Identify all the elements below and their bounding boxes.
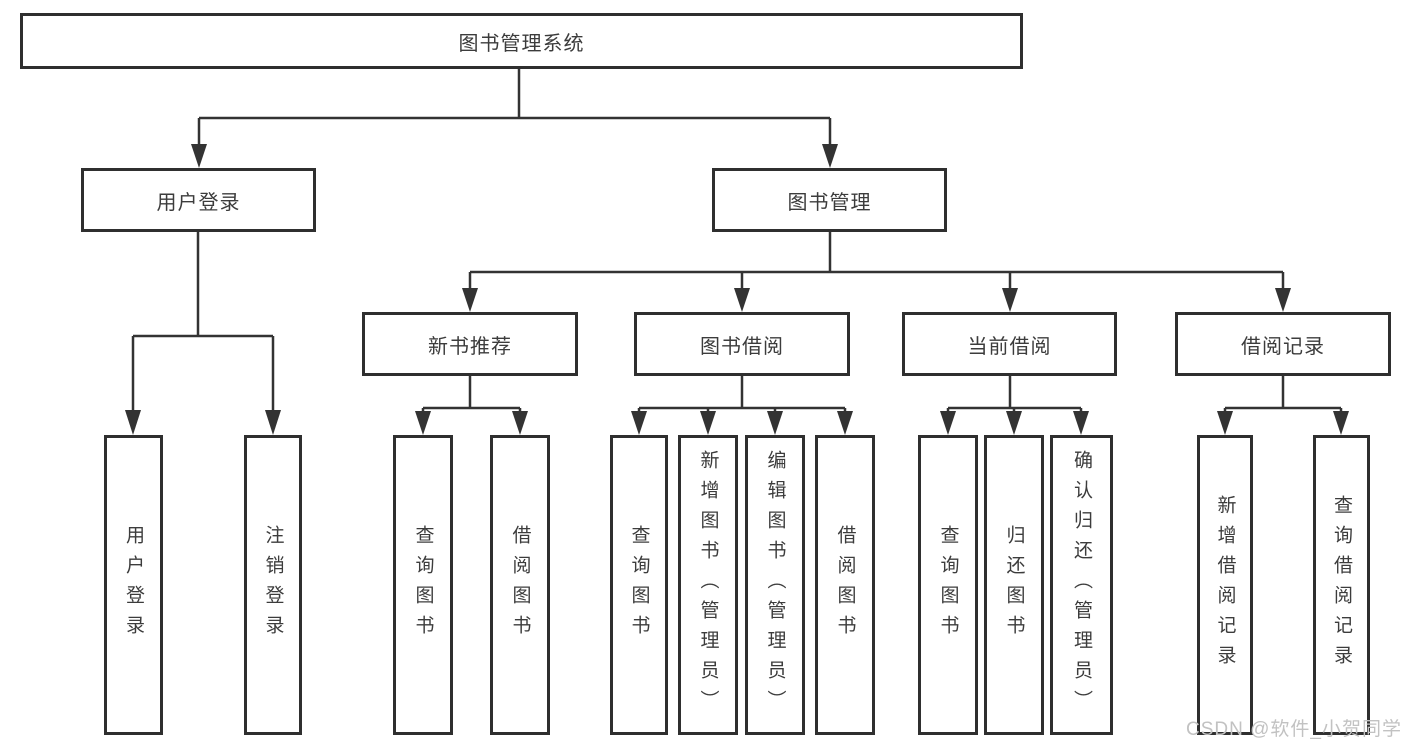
leaf-current-query: 查询图书 — [918, 435, 978, 735]
connector-book-mgmt-children — [468, 232, 1285, 290]
leaf-current-return: 归还图书 — [984, 435, 1044, 735]
leaf-borrow-query: 查询图书 — [610, 435, 668, 735]
watermark-text: CSDN @软件_小贺同学 — [1186, 719, 1402, 740]
leaf-records-query: 查询借阅记录 — [1313, 435, 1370, 735]
node-borrowing-records: 借阅记录 — [1175, 312, 1391, 376]
connector-user-login-children — [131, 232, 275, 412]
arrowheads-book-borrow — [631, 411, 853, 435]
leaf-user-login: 用户登录 — [104, 435, 163, 735]
node-book-borrowing: 图书借阅 — [634, 312, 850, 376]
arrowheads-current-borrow — [940, 411, 1089, 435]
leaf-records-add: 新增借阅记录 — [1197, 435, 1253, 735]
node-book-management: 图书管理 — [712, 168, 947, 232]
connector-borrow-records-children — [1223, 376, 1343, 414]
leaf-current-confirm-admin: 确认归还（管理员） — [1050, 435, 1113, 735]
node-new-book-recommend: 新书推荐 — [362, 312, 578, 376]
node-root: 图书管理系统 — [20, 13, 1023, 69]
arrowheads-user-login — [125, 410, 281, 435]
connector-current-borrow-children — [946, 376, 1083, 414]
connector-root-to-level2 — [197, 69, 832, 146]
leaf-borrow-edit-admin: 编辑图书（管理员） — [745, 435, 805, 735]
connector-book-borrow-children — [637, 376, 847, 414]
leaf-logout: 注销登录 — [244, 435, 302, 735]
arrowheads-root — [191, 144, 838, 168]
leaf-newbooks-query: 查询图书 — [393, 435, 453, 735]
connector-new-books-children — [421, 376, 522, 414]
arrowheads-borrow-records — [1217, 411, 1349, 435]
leaf-borrow-borrow: 借阅图书 — [815, 435, 875, 735]
leaf-newbooks-borrow: 借阅图书 — [490, 435, 550, 735]
arrowheads-new-books — [415, 411, 528, 435]
node-current-borrowing: 当前借阅 — [902, 312, 1117, 376]
arrowheads-book-mgmt — [462, 288, 1291, 312]
node-user-login: 用户登录 — [81, 168, 316, 232]
leaf-borrow-add-admin: 新增图书（管理员） — [678, 435, 738, 735]
